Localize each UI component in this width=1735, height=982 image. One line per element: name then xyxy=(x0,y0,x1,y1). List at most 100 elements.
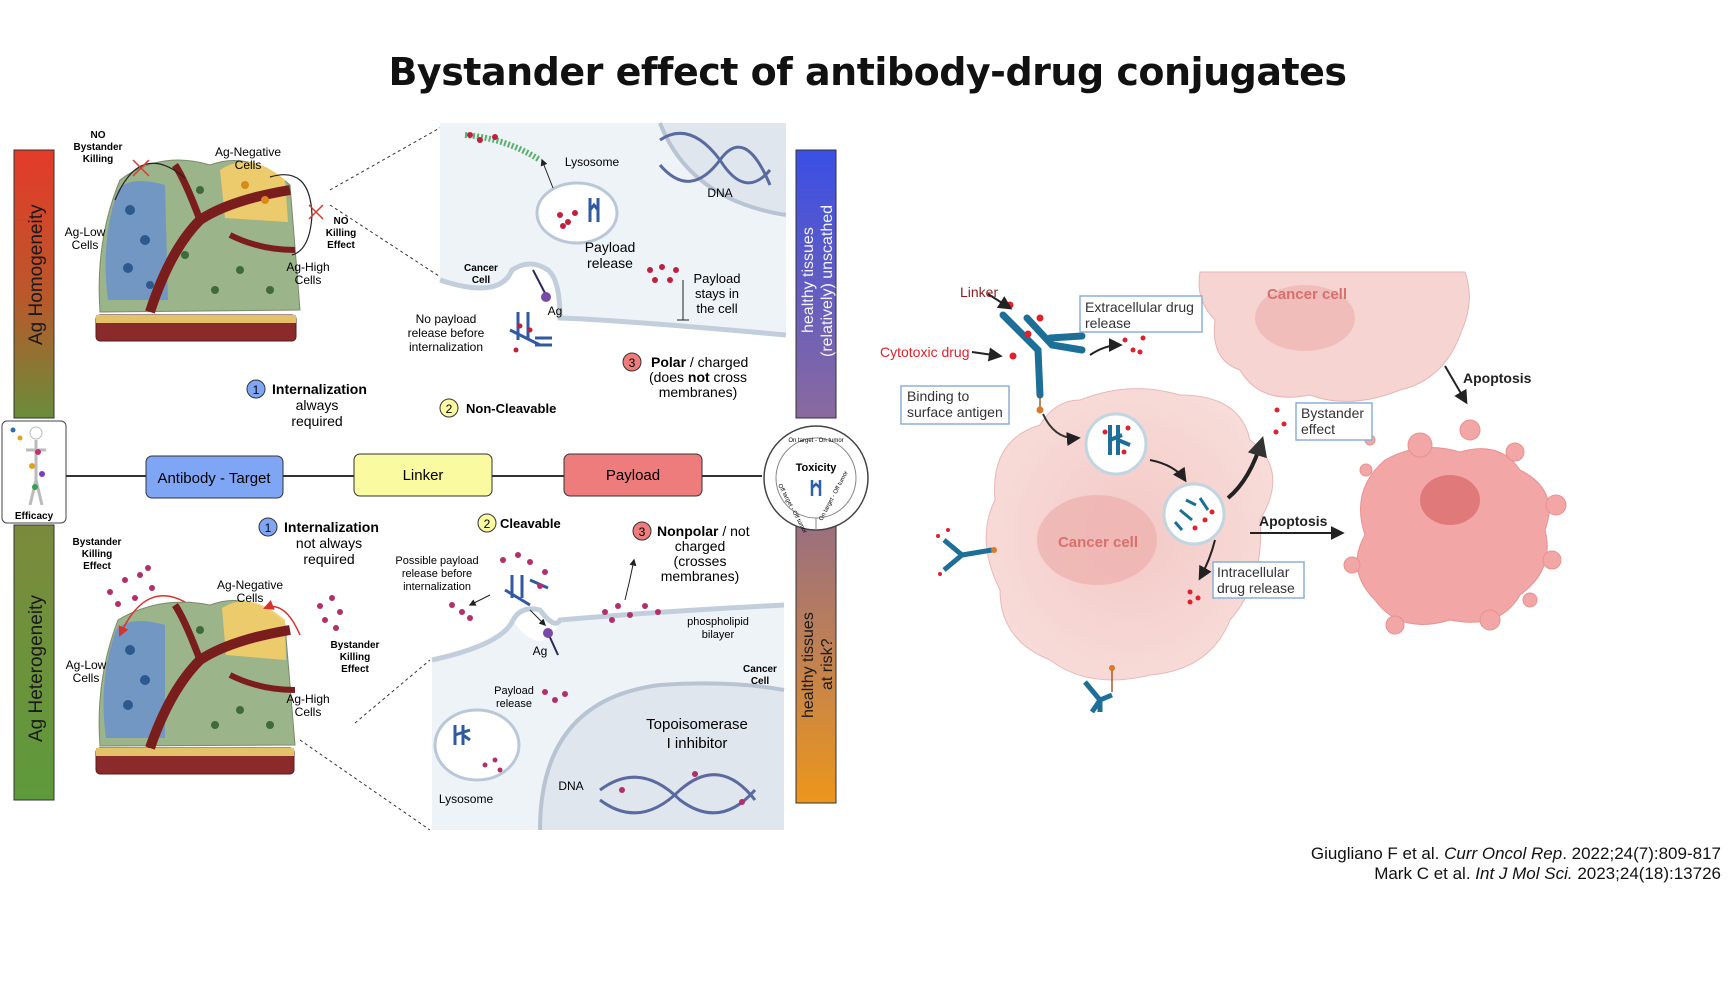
bottom-num-1: 1 xyxy=(265,521,272,535)
cytotoxic-drug-callout: Cytotoxic drug xyxy=(880,344,969,360)
bottom-tumor-illustration: Bystander Killing Effect Ag-Negative Cel… xyxy=(66,537,431,831)
slide-title: Bystander effect of antibody-drug conjug… xyxy=(388,50,1347,94)
top-payload-line2: (does not cross xyxy=(649,369,747,385)
right-bar-top-line1: healthy tissues xyxy=(800,227,817,333)
bottom-internalization-line2: not always xyxy=(296,535,362,551)
binding-line2: surface antigen xyxy=(907,404,1003,420)
top-ag-high-line2: Cells xyxy=(295,273,322,287)
intracellular-line2: drug release xyxy=(1217,580,1295,596)
bystander-box xyxy=(1295,402,1373,441)
citation-1-journal: Curr Oncol Rep xyxy=(1444,844,1563,863)
bottom-zoom-illustration: Possible payload release before internal… xyxy=(395,552,785,831)
bottom-ag-high-line1: Ag-High xyxy=(286,692,329,706)
top-payload-stays-line1: Payload xyxy=(694,271,741,286)
bystander-line1: Bystander xyxy=(1301,405,1364,421)
no-bystander-line2: Bystander xyxy=(74,142,123,153)
citation-1: Giugliano F et al. Curr Oncol Rep. 2022;… xyxy=(1311,844,1721,864)
intracellular-line1: Intracellular xyxy=(1217,564,1290,580)
bottom-nonpolar-bold: Nonpolar xyxy=(657,523,719,539)
top-non-cleavable: Non-Cleavable xyxy=(466,401,556,416)
top-does-text: (does xyxy=(649,369,688,385)
payload-box xyxy=(563,453,703,497)
no-bystander-line3: Killing xyxy=(83,154,114,165)
possible-payload-line3: internalization xyxy=(403,581,471,593)
right-bar-top xyxy=(795,149,837,419)
no-killing-line2: Killing xyxy=(326,228,357,239)
citation-1-authors: Giugliano F et al. xyxy=(1310,844,1445,863)
top-internalization-line2: always xyxy=(296,397,339,413)
bottom-ag-negative-line2: Cells xyxy=(237,591,264,605)
bottom-nonpolar-rest: / not xyxy=(718,523,749,539)
linker-callout: Linker xyxy=(960,284,998,300)
bottom-bystander-right-line2: Killing xyxy=(340,652,371,663)
intracellular-box xyxy=(1212,561,1305,599)
antibody-bottom xyxy=(1083,665,1115,714)
bottom-payload-line2: charged xyxy=(675,538,726,554)
bottom-payload-release-line1: Payload xyxy=(494,685,534,697)
top-payload-line3: membranes) xyxy=(659,384,738,400)
citation-2-journal: Int J Mol Sci. xyxy=(1475,864,1573,883)
top-polar-bold: Polar xyxy=(651,354,687,370)
phospholipid-line2: bilayer xyxy=(702,629,735,641)
bottom-internalization-bold: Internalization xyxy=(284,519,379,535)
homogeneity-bar xyxy=(13,149,55,419)
apoptosis-top-label: Apoptosis xyxy=(1463,370,1532,386)
citation-2-authors: Mark C et al. xyxy=(1374,864,1476,883)
top-ag-label: Ag xyxy=(548,304,563,318)
efficacy-box: Efficacy xyxy=(1,420,67,524)
phospholipid-line1: phospholipid xyxy=(687,616,749,628)
antibody-target-box xyxy=(145,455,284,499)
top-payload-stays-line3: the cell xyxy=(696,301,737,316)
apoptosis-mid-label: Apoptosis xyxy=(1259,513,1328,529)
top-cross-text: cross xyxy=(710,369,747,385)
bottom-bystander-right-line3: Effect xyxy=(341,664,369,675)
extracellular-line2: release xyxy=(1085,315,1131,331)
apoptotic-cell xyxy=(1343,419,1567,635)
right-bar-bottom xyxy=(795,524,837,804)
no-killing-line1: NO xyxy=(334,216,349,227)
bottom-ag-low-line1: Ag-Low xyxy=(66,658,107,672)
heterogeneity-bar xyxy=(13,524,55,801)
lysosome-vesicle xyxy=(1162,482,1226,546)
efficacy-label: Efficacy xyxy=(15,511,54,522)
toxicity-top-label: On target - On tumor xyxy=(788,438,843,444)
right-panel: Cancer cell Cancer cell xyxy=(880,271,1567,714)
possible-payload-line2: release before xyxy=(402,568,472,580)
bottom-num-2: 2 xyxy=(484,517,491,531)
bystander-line2: effect xyxy=(1301,421,1335,437)
bottom-ag-label: Ag xyxy=(533,644,548,658)
no-payload-line1: No payload xyxy=(416,312,477,326)
bottom-bystander-right-line1: Bystander xyxy=(331,640,380,651)
bottom-internalization-line3: required xyxy=(303,551,354,567)
heterogeneity-bar-label: Ag Heterogeneity xyxy=(26,595,47,742)
possible-payload-line1: Possible payload xyxy=(395,555,478,567)
top-zoom-illustration: Lysosome DNA Payload release Cancer Cell… xyxy=(408,122,787,354)
bottom-ag-high-line2: Cells xyxy=(295,705,322,719)
bottom-payload-line4: membranes) xyxy=(661,568,740,584)
top-num-3: 3 xyxy=(629,356,636,370)
antibody-target-label: Antibody - Target xyxy=(157,470,271,487)
top-payload-line1: Polar / charged xyxy=(651,354,748,370)
top-ag-high-line1: Ag-High xyxy=(286,260,329,274)
no-bystander-line1: NO xyxy=(91,130,106,141)
top-polar-rest: / charged xyxy=(686,354,748,370)
main-cancer-cell-label: Cancer cell xyxy=(1058,534,1138,551)
no-killing-line3: Effect xyxy=(327,240,355,251)
top-internalization-bold: Internalization xyxy=(272,381,367,397)
top-payload-stays-line2: stays in xyxy=(695,286,739,301)
top-cancer-cell-line2: Cell xyxy=(472,275,491,286)
bottom-dna-label: DNA xyxy=(558,779,583,793)
top-payload-release-line2: release xyxy=(587,255,633,271)
citation-2: Mark C et al. Int J Mol Sci. 2023;24(18)… xyxy=(1374,864,1721,884)
top-ag-low-line2: Cells xyxy=(72,238,99,252)
top-cancer-cell-label: Cancer cell xyxy=(1267,286,1347,303)
right-bar-bottom-line1: healthy tissues xyxy=(800,612,817,718)
no-payload-line3: internalization xyxy=(409,340,483,354)
bottom-ag-low-line2: Cells xyxy=(73,671,100,685)
top-ag-negative-line2: Cells xyxy=(235,158,262,172)
bottom-payload-line3: (crosses xyxy=(674,553,727,569)
homogeneity-bar-label: Ag Homogeneity xyxy=(26,204,47,345)
top-payload-release-line1: Payload xyxy=(585,239,636,255)
